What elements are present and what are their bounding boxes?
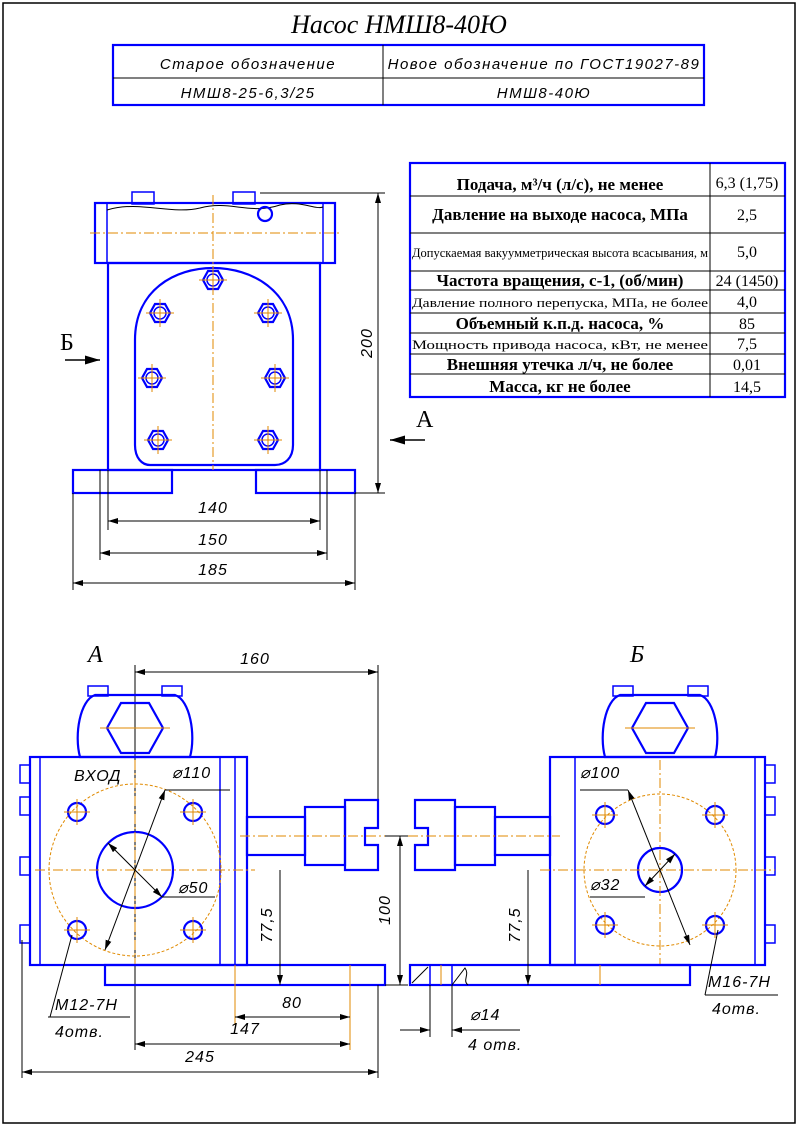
dim-245: 245 [184,1049,215,1066]
spec-value: 14,5 [733,379,761,396]
bore-diameter-32: ⌀32 [590,877,620,894]
flange-diameter-100: ⌀100 [580,765,620,782]
thread-m16: M16-7H [708,974,771,991]
spec-label: Объемный к.п.д. насоса, % [456,314,665,333]
old-designation-value: НМШ8-25-6,3/25 [181,85,316,102]
thread-m12: M12-7H [55,997,118,1014]
spec-value: 0,01 [733,357,761,374]
spec-label: Частота вращения, с-1, (об/мин) [437,271,684,290]
view-a-label: А [86,642,103,668]
specs-table: Подача, м³/ч (л/с), не менее 6,3 (1,75) … [408,161,787,399]
spec-value: 6,3 (1,75) [716,175,779,192]
dim-77-5-right: 77,5 [507,907,524,942]
view-b-label: Б [629,642,644,668]
bore-diameter-50: ⌀50 [178,880,208,897]
view-b-marker: Б [60,330,74,356]
spec-value: 85 [739,316,755,333]
spec-value: 24 (1450) [716,273,779,290]
front-view: 200 140 150 185 Б А [60,191,434,590]
old-designation-header: Старое обозначение [160,56,336,73]
spec-label: Допускаемая вакуумметрическая высота вса… [412,245,708,260]
new-designation-value: НМШ8-40Ю [497,85,592,102]
dim-160: 160 [240,651,270,668]
dim-77-5-left: 77,5 [259,907,276,942]
spec-label: Давление на выходе насоса, МПа [432,205,688,224]
view-a: А 160 ВХОД ⌀110 ⌀50 [19,642,408,1078]
view-a-marker: А [416,407,434,433]
spec-label: Масса, кг не более [489,377,631,396]
spec-label: Давление полного перепуска, МПа, не боле… [412,295,708,310]
spec-value: 4,0 [737,294,757,311]
dim-185: 185 [198,562,228,579]
dim-80: 80 [282,995,302,1012]
dim-100: 100 [377,895,394,925]
mount-hole-diameter-14: ⌀14 [470,1007,500,1024]
mount-holes-count: 4 отв. [468,1037,522,1054]
spec-value: 5,0 [737,244,757,261]
dim-150: 150 [198,532,228,549]
spec-label: Подача, м³/ч (л/с), не менее [457,175,664,194]
spec-label: Внешняя утечка л/ч, не более [447,355,674,374]
designation-table: Старое обозначение Новое обозначение по … [111,43,706,107]
dim-147: 147 [230,1021,260,1038]
thread-holes-count-right: 4отв. [712,1001,761,1018]
dim-height-200: 200 [359,328,376,359]
spec-value: 2,5 [737,207,757,224]
dim-140: 140 [198,500,228,517]
flange-diameter-110: ⌀110 [172,765,211,782]
drawing-title: Насос НМШ8-40Ю [290,10,507,39]
thread-holes-count-left: 4отв. [55,1024,104,1041]
new-designation-header: Новое обозначение по ГОСТ19027-89 [388,56,701,73]
spec-value: 7,5 [737,336,757,353]
view-b: Б ⌀100 ⌀32 77,5 [400,642,778,1054]
inlet-label: ВХОД [74,768,121,785]
spec-label: Мощность привода насоса, кВт, не менее [412,337,708,352]
